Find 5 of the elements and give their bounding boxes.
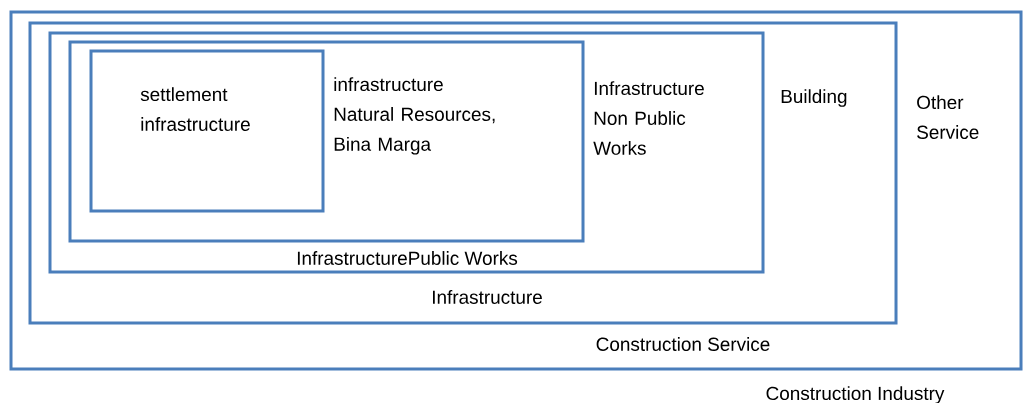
node-label: Construction Service (596, 337, 770, 351)
node-label: Construction Industry (766, 386, 945, 403)
node-label: InfrastructurePublic Works (297, 251, 518, 265)
nested-box: settlement infrastructure (89, 49, 325, 213)
node-label: Infrastructure (433, 290, 542, 304)
